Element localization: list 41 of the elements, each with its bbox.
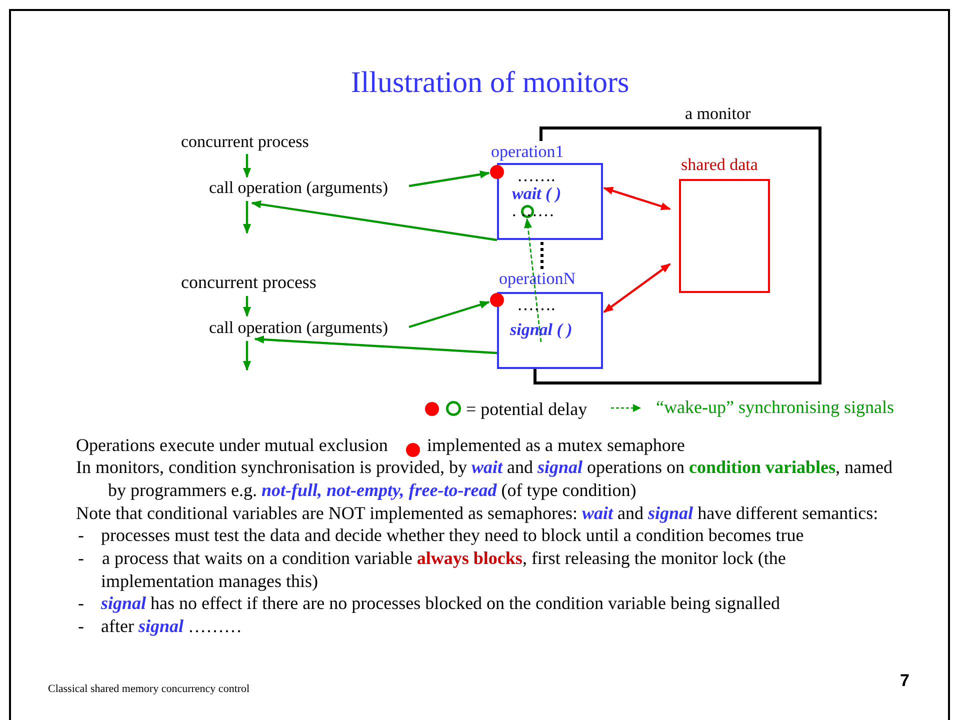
bullet-dash: -: [78, 524, 84, 546]
monitor-label: a monitor: [685, 104, 751, 124]
bullet-text: signal has no effect if there are no processes blocked on the condition variable being signalled: [101, 592, 780, 614]
operation-call: signal ( ): [510, 320, 572, 340]
bullet-text: a process that waits on a condition variable always blocks, first releasing the monitor lock (the implementation manages this): [101, 547, 787, 592]
operation-name: operationN: [499, 269, 576, 289]
arrow: [243, 296, 251, 317]
process-label: concurrent process: [181, 272, 316, 292]
bullet-text: processes must test the data and decide whether they need to block until a condition becomes true: [101, 524, 804, 546]
legend-text: = potential delay: [466, 399, 588, 419]
footer-text: Classical shared memory concurrency control: [48, 682, 250, 696]
operation-call: wait ( ): [512, 184, 562, 204]
ellipsis-dots: …….: [517, 166, 556, 186]
arrow: [243, 201, 251, 234]
body-text: implemented as a mutex semaphore: [427, 434, 685, 456]
double-arrow: [603, 186, 671, 210]
slide-title: Illustration of monitors: [350, 65, 630, 101]
call-label: call operation (arguments): [209, 318, 388, 338]
call-label: call operation (arguments): [209, 178, 388, 198]
arrow: [243, 154, 251, 178]
bullet-dash: -: [78, 547, 84, 570]
arrow: [408, 170, 490, 188]
bullet-dash: -: [78, 592, 84, 614]
dashed-arrow: [524, 218, 542, 342]
delay-dot-icon: [490, 293, 504, 307]
page-number: 7: [900, 670, 910, 692]
body-text: In monitors, condition synchronisation is provided, by wait and signal operations on condition variables, named by programmers e.g. not-full, not-empty, free-to-read (of type condition): [76, 456, 894, 501]
data-label: shared data: [681, 155, 758, 175]
arrow: [408, 300, 490, 328]
operation-name: operation1: [491, 142, 564, 162]
process-label: concurrent process: [181, 132, 309, 152]
legend-text: “wake-up” synchronising signals: [656, 397, 894, 417]
arrow: [251, 200, 498, 242]
bullet-text: after signal ………: [101, 615, 242, 638]
bullet-dash: -: [78, 615, 84, 638]
delay-dot-icon: [490, 165, 504, 179]
arrow: [254, 336, 498, 354]
body-text: Operations execute under mutual exclusion: [76, 434, 388, 456]
body-text: Note that conditional variables are NOT implemented as semaphores: wait and signal have different semantics:: [76, 502, 878, 524]
double-arrow: [603, 263, 671, 313]
arrow: [243, 341, 251, 371]
